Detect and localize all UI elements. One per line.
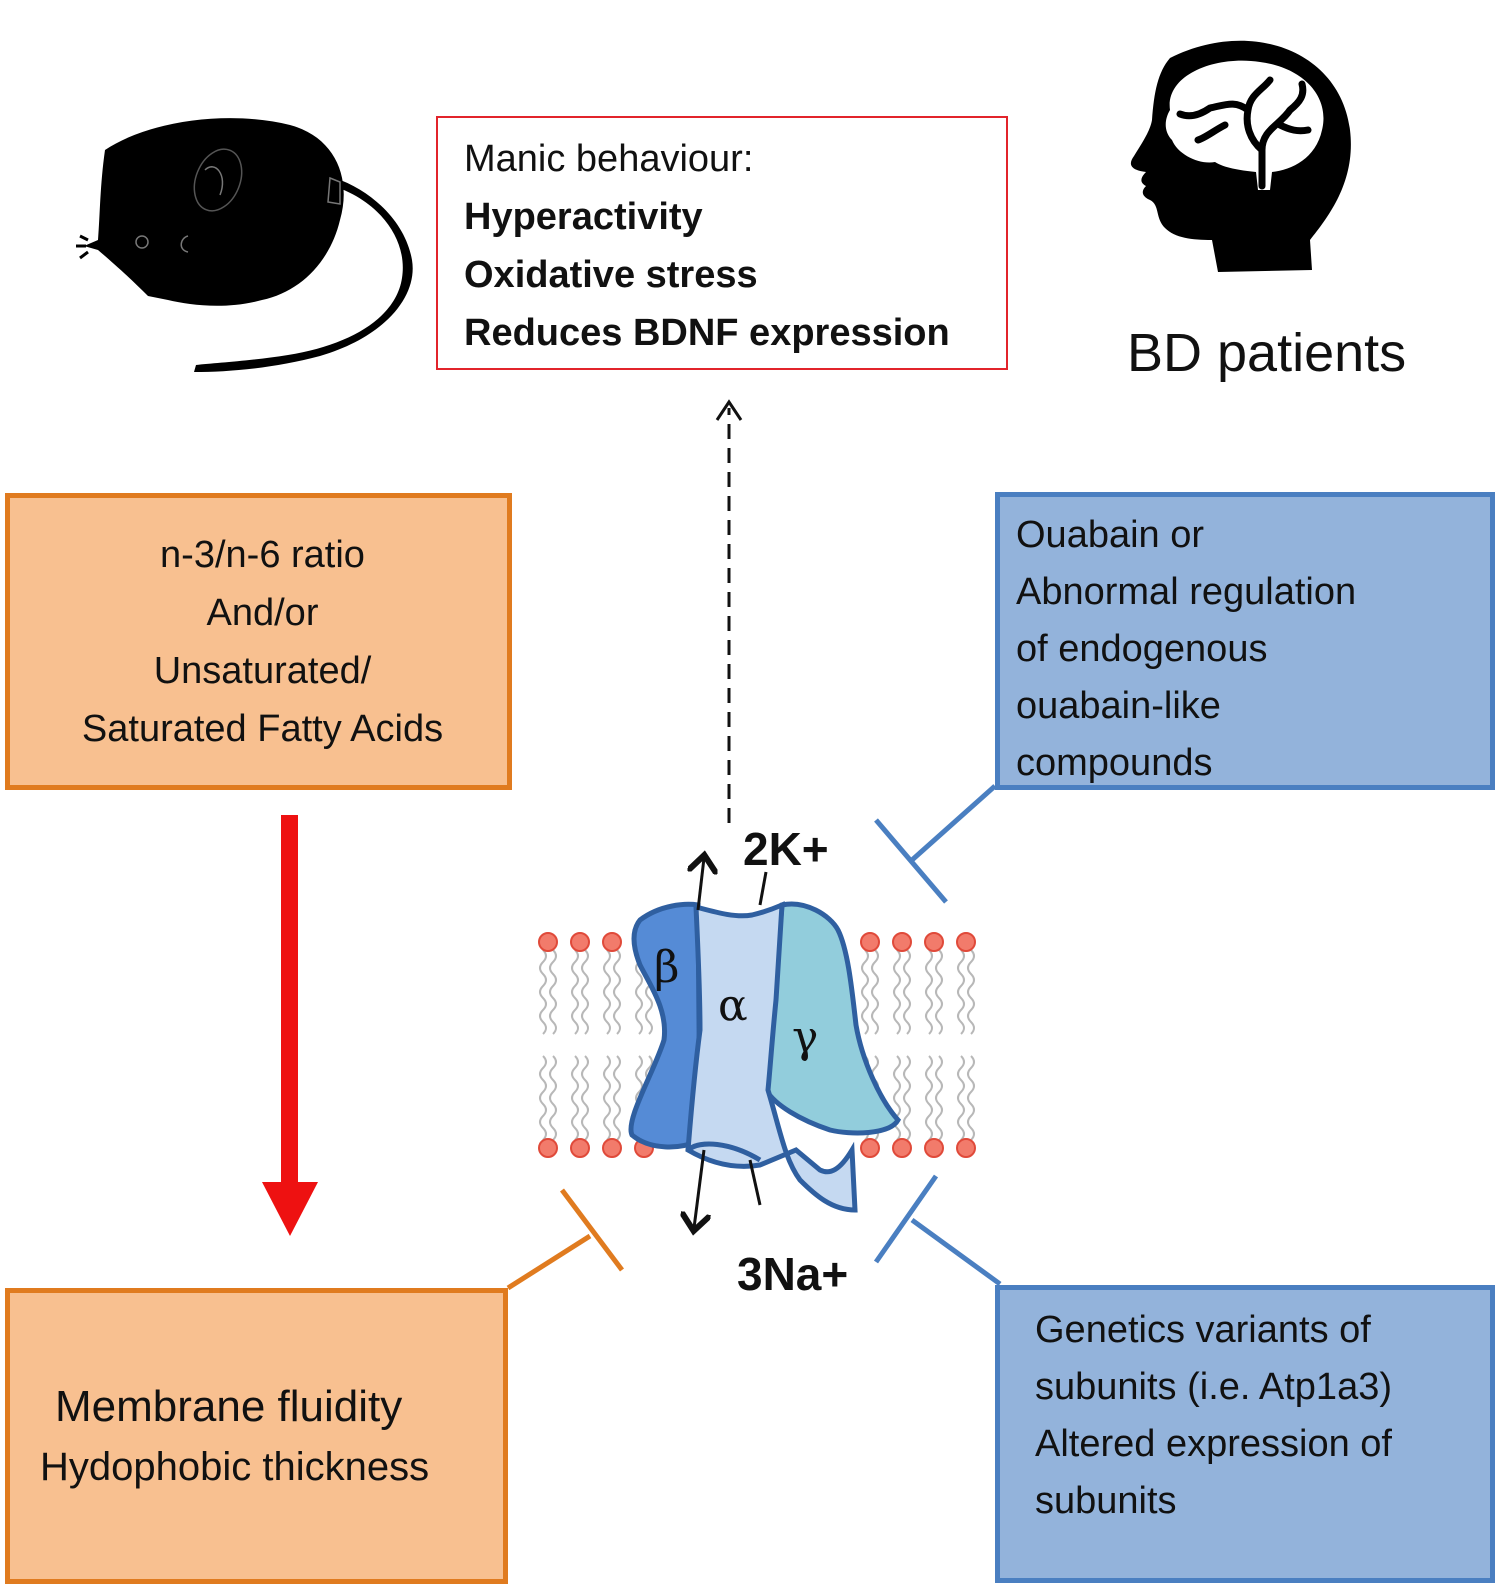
fa-line-unsaturated: Unsaturated/	[153, 650, 372, 692]
lipid-tail	[571, 1055, 589, 1141]
lipid-head	[860, 932, 880, 952]
lipid-tail	[925, 1055, 943, 1141]
lipid-tail	[957, 1055, 975, 1141]
lipid-head	[602, 1138, 622, 1158]
lipid-head	[538, 1138, 558, 1158]
alpha-subunit	[685, 901, 858, 1213]
bd-patients-label: BD patients	[1127, 323, 1407, 383]
lipid-head	[892, 932, 912, 952]
lipid-tail	[893, 949, 911, 1035]
lipid-head	[570, 1138, 590, 1158]
lipid-tail	[893, 1055, 911, 1141]
lipid-tail	[925, 949, 943, 1035]
genetics-box: Genetics variants of subunits (i.e. Atp1…	[995, 1285, 1495, 1583]
lipid-tail	[603, 949, 621, 1035]
red-down-arrow	[262, 815, 318, 1236]
fa-line-saturated: Saturated Fatty Acids	[81, 708, 444, 750]
lipid-head	[570, 932, 590, 952]
genetics-line-1: Genetics variants of	[1035, 1309, 1371, 1351]
ouabain-line-1: Ouabain or	[1016, 514, 1205, 556]
ouabain-line-2: Abnormal regulation	[1016, 571, 1357, 613]
na-k-atpase-pump	[628, 858, 902, 1228]
fa-line-ratio: n-3/n-6 ratio	[160, 534, 365, 576]
blue-inhibition-line-top	[874, 784, 997, 904]
manic-item-oxidative-stress: Oxidative stress	[464, 254, 758, 296]
lipid-tail	[861, 949, 879, 1035]
lipid-head	[602, 932, 622, 952]
lipid-head	[924, 1138, 944, 1158]
manic-item-bdnf: Reduces BDNF expression	[464, 312, 950, 354]
genetics-line-4: subunits	[1035, 1480, 1177, 1522]
lipid-head	[924, 932, 944, 952]
blue-inhibition-line-bottom	[873, 1174, 1002, 1287]
membrane-line-thickness: Hydophobic thickness	[40, 1445, 430, 1489]
potassium-label: 2K+	[743, 823, 829, 875]
manic-behaviour-box: Manic behaviour: Hyperactivity Oxidative…	[436, 116, 1008, 370]
genetics-line-2: subunits (i.e. Atp1a3)	[1035, 1366, 1392, 1408]
mouse-silhouette-icon	[76, 118, 413, 372]
beta-label: β	[654, 942, 680, 993]
fa-line-andor: And/or	[206, 592, 319, 634]
manic-item-hyperactivity: Hyperactivity	[464, 196, 703, 238]
human-head-brain-icon	[1130, 40, 1351, 272]
orange-inhibition-line	[506, 1188, 624, 1291]
fatty-acid-box: n-3/n-6 ratio And/or Unsaturated/ Satura…	[5, 493, 512, 790]
sodium-label: 3Na+	[737, 1248, 849, 1300]
ouabain-line-5: compounds	[1016, 742, 1213, 784]
lipid-head	[956, 932, 976, 952]
lipid-tail	[571, 949, 589, 1035]
lipid-head	[956, 1138, 976, 1158]
lipid-head	[538, 932, 558, 952]
ouabain-line-4: ouabain-like	[1016, 685, 1221, 727]
gamma-label: γ	[792, 1012, 819, 1063]
genetics-line-3: Altered expression of	[1035, 1423, 1392, 1465]
lipid-tail	[603, 1055, 621, 1141]
membrane-fluidity-box: Membrane fluidity Hydophobic thickness	[5, 1288, 508, 1584]
lipid-tail	[539, 949, 557, 1035]
ouabain-box: Ouabain or Abnormal regulation of endoge…	[995, 492, 1495, 790]
lipid-head	[860, 1138, 880, 1158]
ouabain-line-3: of endogenous	[1016, 628, 1268, 670]
membrane-line-fluidity: Membrane fluidity	[55, 1382, 403, 1431]
lipid-tail	[957, 949, 975, 1035]
lipid-head	[892, 1138, 912, 1158]
manic-heading: Manic behaviour:	[464, 138, 754, 180]
dashed-arrow-head	[715, 399, 743, 421]
alpha-label: α	[718, 980, 748, 1031]
lipid-tail	[539, 1055, 557, 1141]
